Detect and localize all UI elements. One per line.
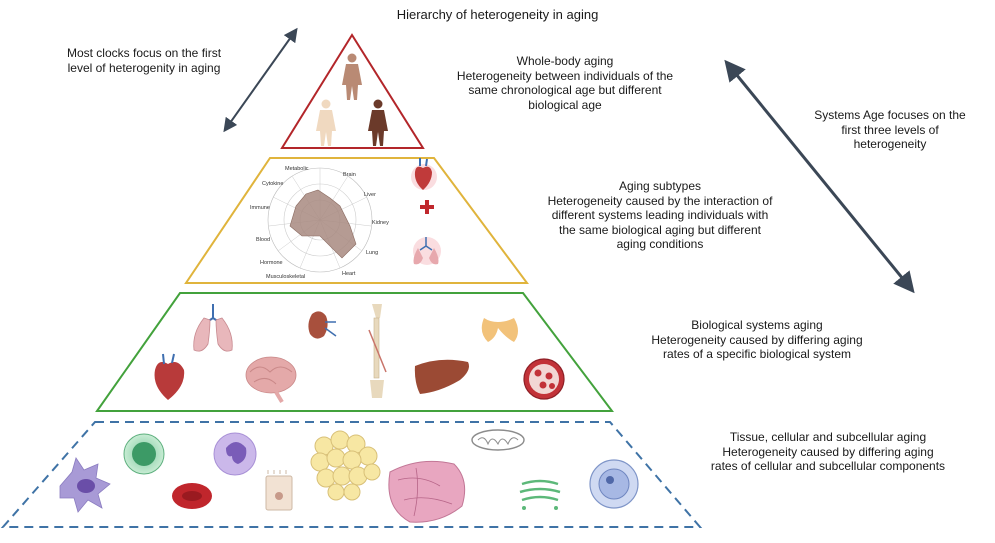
level-1-text: same chronological age but different [468, 83, 662, 97]
lymphocyte-icon [213, 432, 257, 476]
level-4-text: Heterogeneity caused by differing aging [722, 444, 934, 459]
left-annotation-line: level of heterogenity in aging [67, 60, 221, 75]
radar-chart: Metabolic Brain Liver Kidney Lung Heart … [250, 166, 389, 280]
radar-label-hormone: Hormone [260, 260, 283, 266]
epithelial-cell-icon [265, 470, 293, 511]
radar-label-blood: Blood [256, 237, 270, 243]
left-double-arrow [223, 27, 298, 133]
golgi-apparatus-icon [519, 479, 561, 510]
bone-icon [368, 304, 387, 398]
radar-label-immune: Immune [250, 205, 270, 211]
level-2-text: the same biological aging but different [559, 222, 761, 237]
level-3-text: Heterogeneity caused by differing aging [651, 332, 863, 347]
right-double-arrow [724, 59, 915, 294]
thyroid-icon [481, 318, 518, 342]
mitochondrion-icon [471, 429, 525, 451]
level-1-heading: Whole-body aging [516, 54, 614, 68]
kidney-icon [308, 311, 337, 339]
diagram-title: Hierarchy of heterogeneity in aging [396, 7, 599, 22]
tissue-section-icon [388, 460, 466, 523]
right-annotation-line: Systems Age focuses on the [814, 108, 966, 122]
brain-icon [245, 356, 297, 404]
lungs-organ-icon [193, 304, 233, 352]
level-1-triangle [280, 33, 425, 149]
human-body-icon [316, 53, 388, 146]
liver-icon [414, 359, 469, 394]
left-annotation-line: Most clocks focus on the first [66, 46, 222, 60]
level-3-description: Biological systems aging Heterogeneity c… [612, 318, 902, 362]
radar-label-musculoskeletal: Musculoskeletal [266, 274, 305, 280]
level-2-text: different systems leading individuals wi… [551, 208, 769, 222]
blood-cells-icon [523, 358, 565, 400]
adipose-tissue-icon [310, 430, 381, 501]
heart-organ-icon [154, 353, 185, 400]
level-4-text: rates of cellular and subcellular compon… [710, 459, 946, 473]
plus-icon [420, 200, 434, 214]
heart-icon [411, 158, 437, 190]
radar-label-lung: Lung [366, 250, 378, 256]
level-3-text: rates of a specific biological system [662, 347, 852, 361]
level-2-text: aging conditions [616, 237, 704, 251]
red-blood-cell-icon [172, 483, 212, 509]
nucleus-icon [589, 459, 639, 509]
right-annotation-line: first three levels of [841, 122, 939, 137]
level-2-description: Aging subtypes Heterogeneity caused by t… [510, 179, 810, 252]
level-3-heading: Biological systems aging [691, 318, 823, 332]
radar-label-kidney: Kidney [372, 220, 389, 226]
right-annotation-line: heterogeneity [853, 137, 927, 151]
level-4-description: Tissue, cellular and subcellular aging H… [678, 430, 978, 474]
radar-label-brain: Brain [343, 172, 356, 178]
radar-label-heart: Heart [342, 271, 356, 277]
level-2-heading: Aging subtypes [618, 179, 702, 193]
left-annotation: Most clocks focus on the first level of … [28, 46, 260, 75]
radar-label-metabolic: Metabolic [285, 166, 309, 172]
level-1-text: Heterogeneity between individuals of the [456, 68, 674, 83]
level-2-text: Heterogeneity caused by the interaction … [547, 193, 773, 208]
radar-label-liver: Liver [364, 192, 376, 198]
level-4-heading: Tissue, cellular and subcellular aging [729, 430, 927, 444]
right-annotation: Systems Age focuses on the first three l… [800, 108, 980, 152]
lungs-icon [413, 237, 441, 265]
level-1-description: Whole-body aging Heterogeneity between i… [420, 54, 710, 112]
level-1-text: biological age [528, 97, 602, 112]
radar-label-cytokine: Cytokine [262, 181, 283, 187]
level-2-trapezoid [184, 157, 529, 284]
stem-cell-icon [123, 433, 165, 475]
dendritic-cell-icon [59, 457, 111, 513]
